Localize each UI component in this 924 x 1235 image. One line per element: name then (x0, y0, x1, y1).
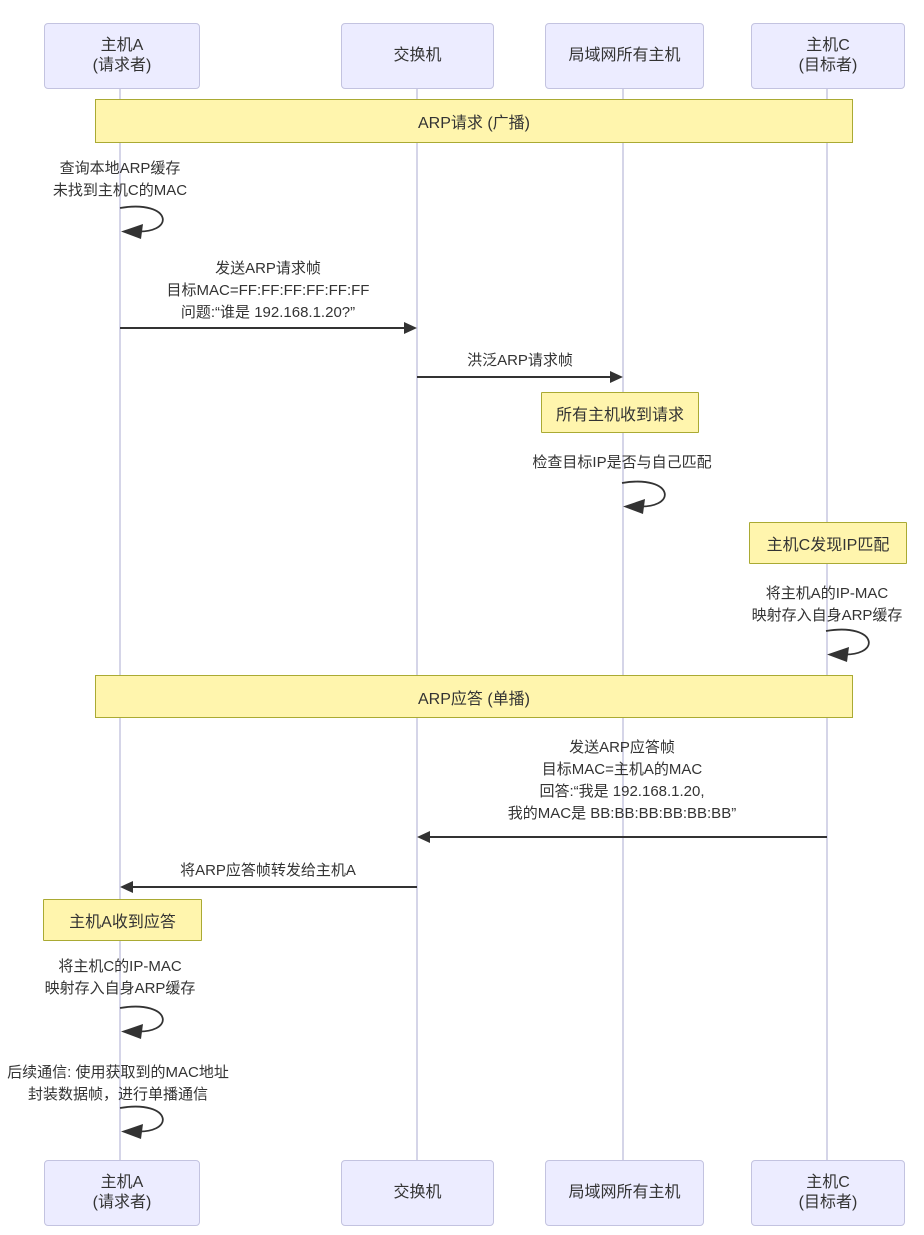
participant-lan-hosts-top: 局域网所有主机 (545, 23, 704, 89)
lifeline-host-c (826, 89, 828, 1160)
banner-label: ARP请求 (广播) (417, 115, 530, 132)
participant-sublabel: (请求者) (92, 57, 152, 74)
participant-sublabel: (目标者) (798, 1194, 858, 1211)
message-forward-reply: 将ARP应答帧转发给主机A (180, 862, 356, 879)
self-loop-arrow-icon (621, 480, 666, 514)
arrow-arp-reply (430, 836, 827, 838)
participant-sublabel: (目标者) (798, 57, 858, 74)
participant-host-c-top: 主机C (目标者) (751, 23, 905, 89)
participant-host-a-top: 主机A (请求者) (44, 23, 200, 89)
message-flood-request: 洪泛ARP请求帧 (467, 352, 573, 369)
participant-switch-top: 交换机 (341, 23, 494, 89)
arrow-forward-reply (133, 886, 417, 888)
message-store-c-mapping: 将主机C的IP-MAC 映射存入自身ARP缓存 (44, 958, 196, 997)
lifeline-lan-hosts (622, 89, 624, 1160)
participant-sublabel: (请求者) (92, 1194, 152, 1211)
participant-label: 主机A (100, 1174, 144, 1191)
participant-label: 局域网所有主机 (568, 47, 681, 64)
lifeline-switch (416, 89, 418, 1160)
participant-label: 交换机 (393, 1184, 442, 1201)
banner-arp-reply: ARP应答 (单播) (95, 675, 853, 718)
note-host-c-ip-match: 主机C发现IP匹配 (749, 522, 907, 564)
participant-label: 主机A (100, 37, 144, 54)
lifeline-host-a (119, 89, 121, 1160)
message-followup-communication: 后续通信: 使用获取到的MAC地址 封装数据帧，进行单播通信 (7, 1064, 229, 1103)
message-check-target-ip: 检查目标IP是否与自己匹配 (532, 454, 712, 471)
banner-label: ARP应答 (单播) (417, 690, 530, 708)
participant-label: 主机C (806, 37, 850, 54)
self-loop-arrow-icon (119, 1105, 164, 1139)
message-query-local-cache: 查询本地ARP缓存 未找到主机C的MAC (52, 160, 188, 199)
arrowhead-right-icon (404, 322, 417, 334)
message-arp-request-frame: 发送ARP请求帧 目标MAC=FF:FF:FF:FF:FF:FF 问题:“谁是 … (166, 260, 370, 321)
note-host-a-received-reply: 主机A收到应答 (43, 899, 202, 941)
message-arp-reply-frame: 发送ARP应答帧 目标MAC=主机A的MAC 回答:“我是 192.168.1.… (507, 739, 737, 822)
self-loop-arrow-icon (119, 1005, 164, 1039)
arrowhead-left-icon (417, 831, 430, 843)
participant-lan-hosts-bottom: 局域网所有主机 (545, 1160, 704, 1226)
participant-label: 交换机 (393, 47, 442, 64)
self-loop-arrow-icon (119, 205, 164, 239)
participant-host-c-bottom: 主机C (目标者) (751, 1160, 905, 1226)
self-loop-arrow-icon (825, 628, 870, 662)
participant-host-a-bottom: 主机A (请求者) (44, 1160, 200, 1226)
participant-label: 主机C (806, 1174, 850, 1191)
arrowhead-left-icon (120, 881, 133, 893)
message-store-a-mapping: 将主机A的IP-MAC 映射存入自身ARP缓存 (751, 585, 903, 624)
participant-label: 局域网所有主机 (568, 1184, 681, 1201)
participant-switch-bottom: 交换机 (341, 1160, 494, 1226)
arrowhead-right-icon (610, 371, 623, 383)
banner-arp-request: ARP请求 (广播) (95, 99, 853, 143)
arrow-arp-request (120, 327, 405, 329)
arrow-flood (417, 376, 610, 378)
note-all-hosts-received: 所有主机收到请求 (541, 392, 699, 433)
